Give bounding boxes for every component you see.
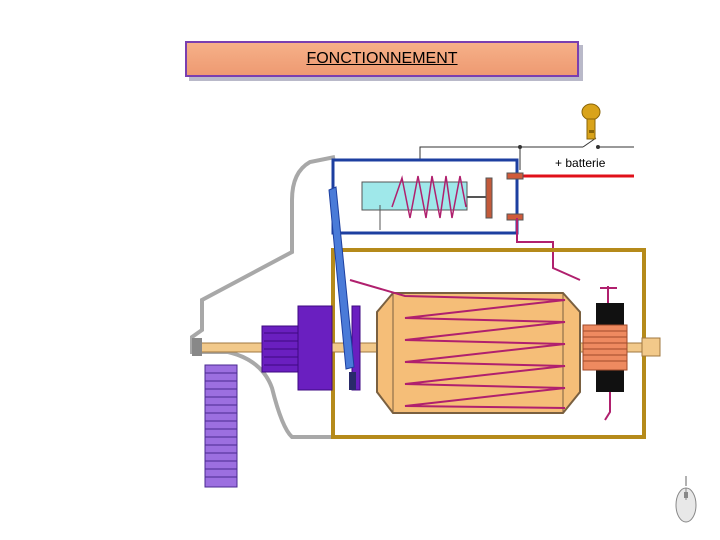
solenoid-spring [391,175,467,219]
page-title: FONCTIONNEMENT [306,50,458,67]
armature-winding [349,279,566,409]
ring-gear-teeth [205,372,237,478]
ring-gear [204,364,238,488]
contact-plate [485,177,493,219]
mouse-icon [675,476,697,523]
collar-ring [349,372,356,390]
bearing-right [641,337,661,357]
battery-label: + batterie [555,156,606,170]
terminal-top [506,172,524,180]
control-wire [419,146,583,160]
clutch [297,305,333,391]
shaft-end [192,338,202,356]
fork-lever [328,186,355,370]
brush-top [596,303,624,325]
brush-lead-bottom [604,392,611,421]
commutator-segments [583,330,627,362]
commutator [582,324,628,371]
terminal-bottom [506,213,524,221]
wire-node-2 [596,145,600,149]
field-wire [516,218,581,281]
brush-bottom [596,370,624,392]
title-box: FONCTIONNEMENT [185,41,579,77]
housing-outline [190,155,336,439]
key-icon [581,103,601,140]
pinion-teeth [264,332,300,366]
